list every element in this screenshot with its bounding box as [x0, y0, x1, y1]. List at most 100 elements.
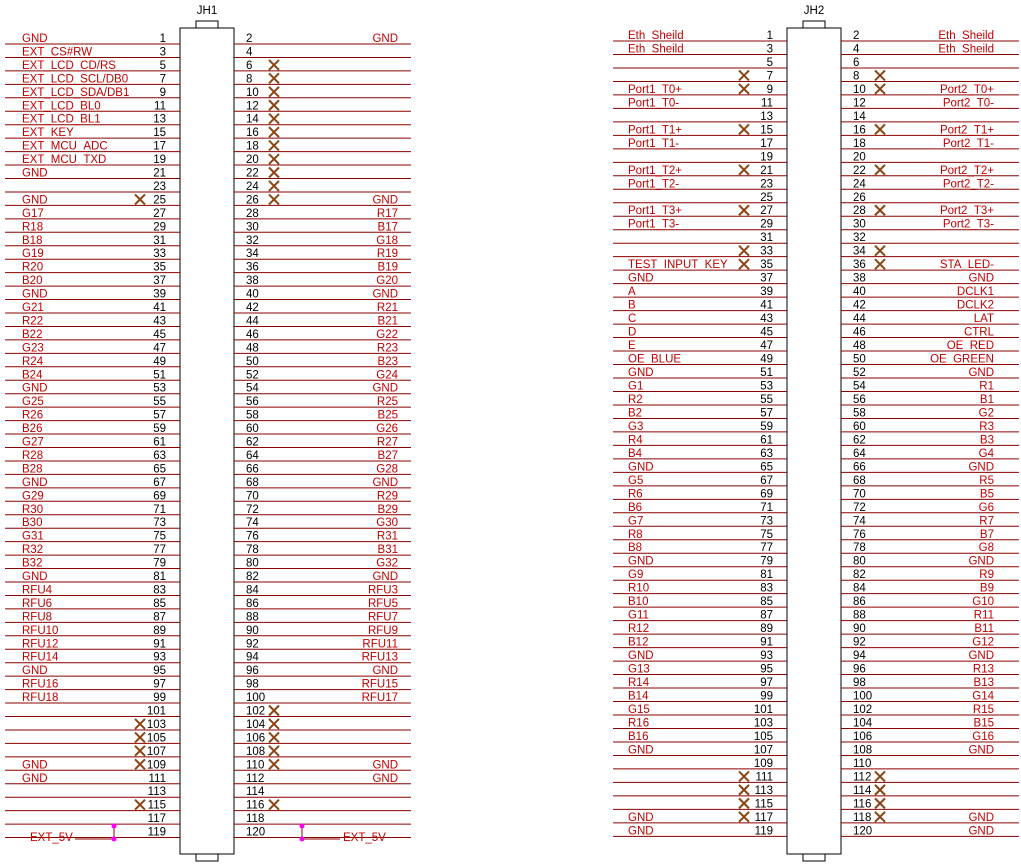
- pin-number: 95: [153, 665, 166, 677]
- pin-number: 11: [154, 100, 166, 112]
- no-connect-mark: [738, 69, 750, 82]
- pin-number: 113: [755, 785, 773, 797]
- net-label: GND: [372, 289, 398, 301]
- pin-number: 99: [153, 692, 166, 704]
- pin-number: 53: [153, 383, 166, 395]
- pin-number: 57: [760, 407, 773, 419]
- pin-number: 8: [853, 70, 859, 82]
- net-label: DCLK1: [957, 286, 994, 298]
- pin-number: 23: [153, 181, 166, 193]
- no-connect-mark: [738, 784, 750, 796]
- pin-row-right: 108: [234, 745, 411, 758]
- pin-number: 47: [153, 342, 166, 354]
- pin-number: 105: [754, 731, 773, 743]
- pin-number: 107: [754, 744, 773, 756]
- net-label: RFU16: [22, 679, 58, 691]
- no-connect-mark: [268, 59, 280, 71]
- net-label: G2: [979, 407, 994, 419]
- pin-row-right: 118: [234, 813, 411, 825]
- net-label: GND: [22, 33, 48, 45]
- pin-number: 103: [754, 717, 773, 729]
- pin-number: 9: [767, 84, 773, 96]
- pin-row-right: 110: [841, 758, 1019, 770]
- net-label: R19: [377, 248, 398, 260]
- pin-row-left: 113: [613, 784, 787, 797]
- pin-row-right: 8: [234, 72, 411, 85]
- no-connect-mark: [268, 704, 280, 717]
- pin-number: 37: [760, 273, 773, 285]
- pin-number: 75: [153, 531, 166, 543]
- net-label: Port1_T3-: [628, 219, 679, 231]
- pin-number: 52: [853, 367, 866, 379]
- net-label: GND: [22, 665, 48, 677]
- net-label: GND: [628, 273, 654, 285]
- pin-row-left: 115: [613, 797, 787, 810]
- net-label: GND: [22, 773, 48, 785]
- pin-number: 20: [853, 151, 866, 163]
- pin-number: 108: [246, 746, 265, 758]
- net-label: GND: [22, 383, 48, 395]
- net-label: C: [628, 313, 636, 325]
- net-label: G16: [972, 731, 994, 743]
- net-label: Eth_Sheild: [628, 43, 684, 55]
- pin-number: 85: [760, 596, 773, 608]
- net-label: GND: [372, 665, 398, 677]
- pin-number: 59: [153, 423, 166, 435]
- net-label: Port1_T1-: [628, 138, 679, 150]
- pin-number: 28: [246, 208, 259, 220]
- pin-row-right: 116: [234, 798, 411, 812]
- net-label: B30: [22, 517, 42, 529]
- pin-number: 60: [853, 421, 866, 433]
- pin-number: 101: [147, 706, 166, 718]
- pin-number: 46: [853, 327, 866, 339]
- net-label: R11: [974, 610, 994, 622]
- pin-number: 22: [246, 168, 259, 180]
- net-label: LAT: [974, 313, 994, 325]
- pin-number: 107: [147, 746, 166, 758]
- pin-number: 51: [153, 369, 166, 381]
- pin-number: 83: [760, 583, 773, 595]
- pin-number: 85: [153, 598, 166, 610]
- pin-number: 114: [853, 785, 872, 797]
- pin-number: 81: [153, 571, 166, 583]
- net-label: R14: [628, 677, 650, 689]
- pin-number: 71: [760, 502, 773, 514]
- net-label: EXT_CS#RW: [22, 46, 92, 58]
- no-connect-mark: [874, 164, 886, 176]
- net-label: GND: [628, 650, 654, 662]
- pin-number: 61: [760, 434, 773, 446]
- net-label: G9: [628, 569, 643, 581]
- no-connect-mark: [738, 258, 750, 270]
- net-label: R4: [628, 434, 643, 446]
- net-label: RFU7: [368, 611, 398, 623]
